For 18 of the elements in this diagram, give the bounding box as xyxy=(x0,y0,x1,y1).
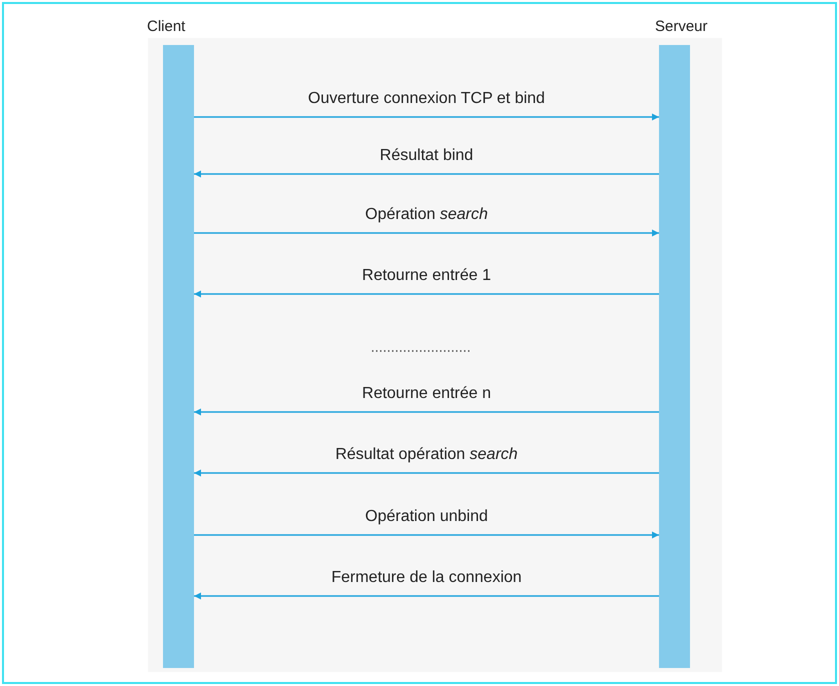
message-label: Retourne entrée n xyxy=(362,385,491,403)
message-arrow xyxy=(194,114,659,120)
message-label: Opération unbind xyxy=(365,508,488,526)
message-arrow xyxy=(194,408,659,416)
message-label: Ouverture connexion TCP et bind xyxy=(308,90,545,108)
participant-label: Client xyxy=(147,18,186,35)
message-arrow xyxy=(194,230,659,236)
message-arrow xyxy=(194,470,659,476)
message-label: Retourne entrée 1 xyxy=(362,267,491,285)
participant-label: Serveur xyxy=(655,18,708,35)
message-arrow xyxy=(194,532,659,538)
message-label: Opération search xyxy=(365,206,488,224)
message-label: Résultat bind xyxy=(380,147,474,165)
message-arrow xyxy=(194,170,659,178)
message-label: Fermeture de la connexion xyxy=(331,569,522,587)
message-label: Résultat opération search xyxy=(335,446,518,464)
message-arrow xyxy=(194,592,659,600)
message-arrow xyxy=(194,290,659,298)
